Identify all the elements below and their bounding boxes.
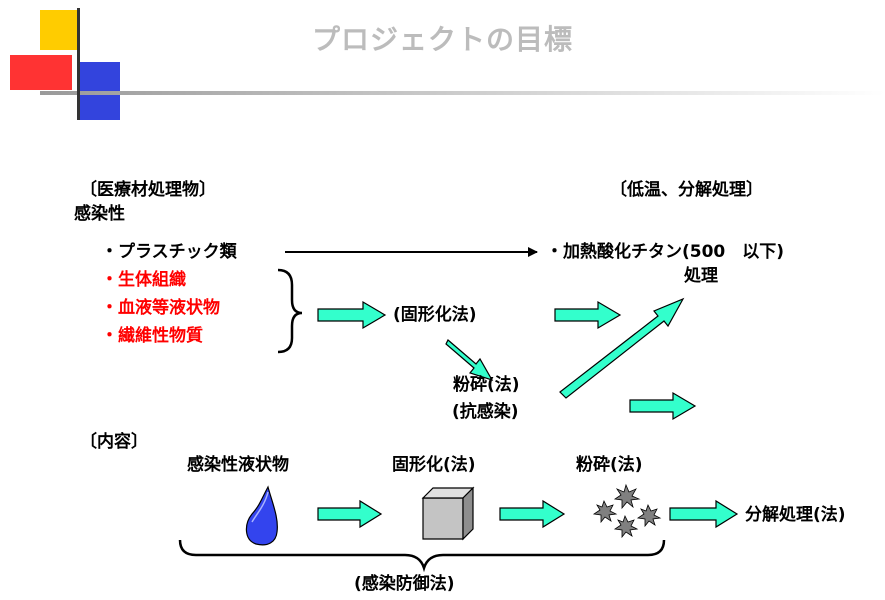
- item-blood-liquids: ・血液等液状物: [101, 298, 220, 318]
- step-infectious-liquids: 感染性液状物: [187, 455, 289, 475]
- step-solidification: 固形化(法): [392, 455, 476, 475]
- slide-decoration: [10, 8, 885, 120]
- empty-result-arrow: [629, 391, 697, 421]
- anti-infection-label: (抗感染): [452, 402, 519, 422]
- solidification-label: (固形化法): [393, 305, 477, 325]
- low-temp-heading: 〔低温、分解処理〕: [610, 180, 763, 200]
- content-arrow-3: [669, 499, 739, 529]
- decomposition-label: 分解処理(法): [745, 505, 846, 525]
- solidify-to-heating-arrow: [554, 300, 622, 330]
- brace-to-solidify-arrow: [317, 300, 387, 330]
- grouping-brace: [277, 268, 303, 354]
- slide-title: プロジェクトの目標: [311, 23, 573, 56]
- bottom-brace: [178, 539, 666, 573]
- item-plastics: ・プラスチック類: [101, 242, 237, 262]
- vertical-line: [77, 8, 80, 120]
- item-biological-tissue: ・生体組織: [101, 270, 186, 290]
- treatment-label: 処理: [684, 266, 718, 286]
- infectious-label: 感染性: [74, 204, 125, 224]
- content-arrow-1: [317, 499, 383, 529]
- solidify-to-crush-arrow: [445, 339, 494, 382]
- particles-icon: [592, 483, 662, 539]
- item-fibrous-materials: ・繊維性物質: [101, 326, 203, 346]
- step-crushing: 粉砕(法): [576, 455, 643, 475]
- droplet-icon: [245, 485, 278, 546]
- infection-prevention-label: (感染防御法): [354, 574, 455, 594]
- crushing-label: 粉砕(法): [453, 375, 520, 395]
- yellow-block: [40, 10, 80, 50]
- cube-icon: [421, 486, 475, 541]
- crush-to-heating-arrow: [559, 297, 685, 399]
- heating-process-label: ・加熱酸化チタン(500 以下): [546, 242, 785, 262]
- red-block: [10, 55, 72, 90]
- content-arrow-2: [499, 499, 566, 529]
- horizontal-rule: [40, 91, 885, 95]
- content-heading: 〔内容〕: [80, 432, 148, 452]
- medical-waste-heading: 〔医療材処理物〕: [80, 180, 216, 200]
